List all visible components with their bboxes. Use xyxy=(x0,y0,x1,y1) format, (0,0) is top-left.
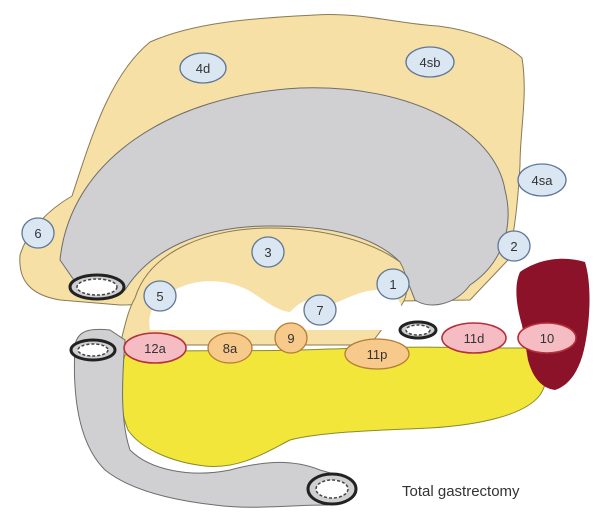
pancreas xyxy=(120,347,547,466)
node-2: 2 xyxy=(498,231,530,261)
node-8a-label: 8a xyxy=(223,341,238,356)
node-2-label: 2 xyxy=(510,239,517,254)
node-10: 10 xyxy=(518,323,576,353)
node-3-label: 3 xyxy=(264,245,271,260)
node-4sa: 4sa xyxy=(518,164,566,196)
node-4d-label: 4d xyxy=(196,61,210,76)
node-8a: 8a xyxy=(208,333,252,363)
node-4sa-label: 4sa xyxy=(532,173,554,188)
node-11p-label: 11p xyxy=(367,347,388,362)
cut-stump-splenic-vessel xyxy=(400,322,436,338)
node-6-label: 6 xyxy=(34,226,41,241)
node-9: 9 xyxy=(275,323,307,353)
node-3: 3 xyxy=(252,237,284,267)
cut-stump-left xyxy=(70,275,124,299)
node-11d: 11d xyxy=(442,323,506,353)
node-11d-label: 11d xyxy=(464,331,485,346)
diagram-caption: Total gastrectomy xyxy=(402,483,520,500)
node-4d: 4d xyxy=(180,53,226,83)
node-9-label: 9 xyxy=(287,331,294,346)
node-4sb-label: 4sb xyxy=(420,55,441,70)
node-1: 1 xyxy=(377,269,409,299)
node-4sb: 4sb xyxy=(406,47,454,77)
node-7-label: 7 xyxy=(316,303,323,318)
node-7: 7 xyxy=(304,295,336,325)
node-5: 5 xyxy=(144,281,176,311)
node-1-label: 1 xyxy=(389,277,396,292)
cut-stump-jejunum xyxy=(308,474,356,504)
node-12a-label: 12a xyxy=(144,341,166,356)
cut-stump-duodenum xyxy=(71,340,115,360)
node-11p: 11p xyxy=(345,339,409,369)
node-10-label: 10 xyxy=(540,331,554,346)
node-12a: 12a xyxy=(124,333,186,363)
node-5-label: 5 xyxy=(156,289,163,304)
node-6: 6 xyxy=(22,218,54,248)
